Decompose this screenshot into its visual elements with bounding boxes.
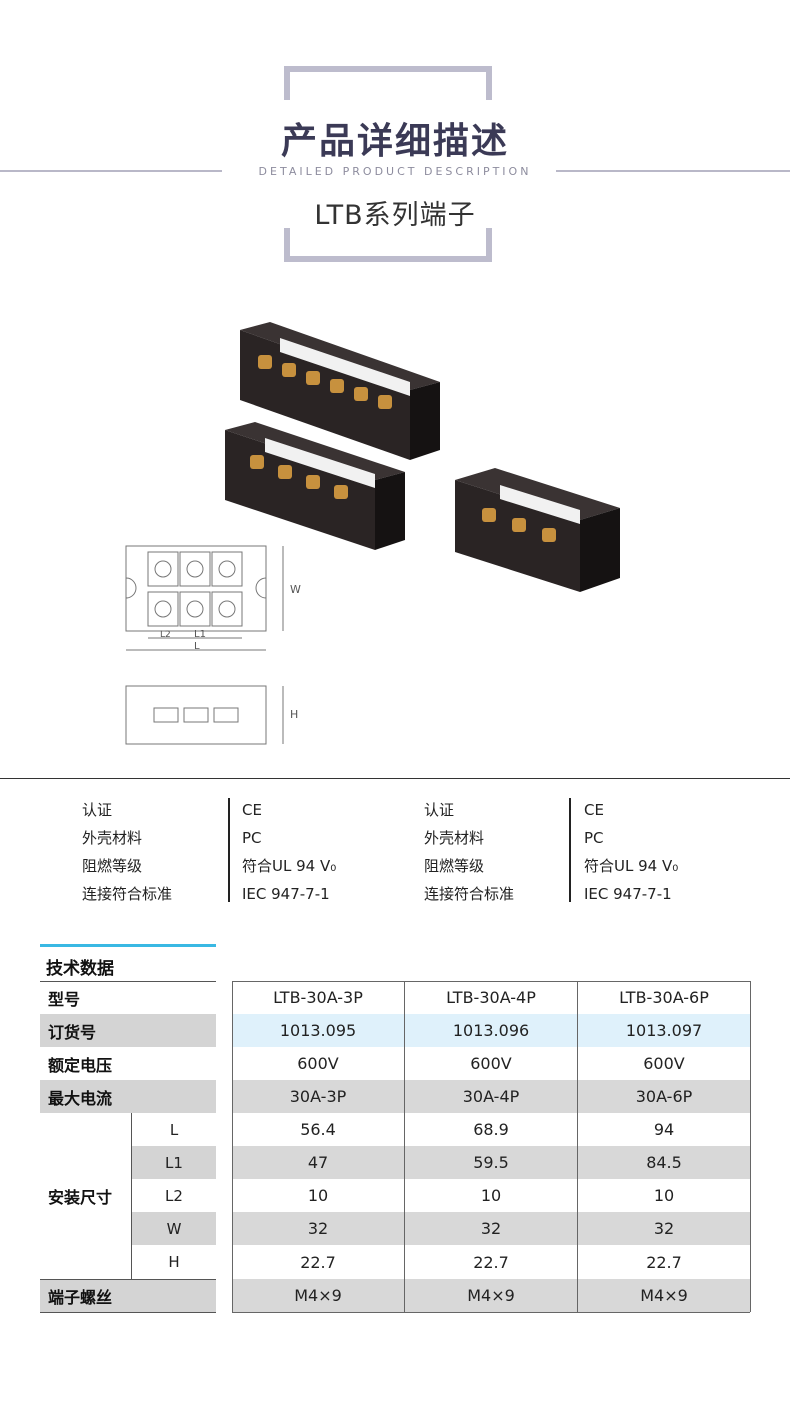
product-photo: [225, 322, 620, 592]
spec-label: 阻燃等级: [424, 857, 485, 875]
spec-label: 连接符合标准: [82, 885, 173, 903]
dim-label-l2: L2: [165, 1186, 183, 1205]
label-w: W: [290, 583, 301, 596]
header-line-right: [556, 170, 790, 172]
grid-v2: [577, 981, 578, 1312]
spec-value: PC: [584, 829, 604, 847]
cell-dim-h: 22.7: [473, 1252, 509, 1272]
spec-separator-right: [569, 798, 571, 902]
cell-voltage: 600V: [470, 1054, 512, 1073]
terminal-block-6p: [240, 322, 440, 460]
cell-order: 1013.095: [279, 1021, 357, 1040]
cell-model: LTB-30A-3P: [273, 988, 363, 1007]
label-l2: L2: [160, 630, 171, 640]
row-screw: [232, 1279, 750, 1312]
row-current: [232, 1080, 750, 1113]
label-h: H: [290, 708, 298, 721]
cell-dim-w: 32: [480, 1219, 502, 1238]
cell-dim-l: 56.4: [300, 1120, 336, 1139]
label-order: 订货号: [40, 1014, 216, 1047]
label-screw: 端子螺丝: [40, 1279, 216, 1312]
spec-values-left: CE PC 符合UL 94 V₀ IEC 947-7-1: [242, 796, 336, 908]
cell-current: 30A-4P: [462, 1087, 520, 1106]
label-model: 型号: [40, 981, 216, 1014]
cell-voltage: 600V: [297, 1054, 339, 1073]
cell-order: 1013.096: [452, 1021, 530, 1040]
label-voltage: 额定电压: [48, 1055, 113, 1075]
spec-value: CE: [584, 801, 604, 819]
spec-labels-left: 认证 外壳材料 阻燃等级 连接符合标准: [82, 796, 172, 908]
section-divider: [0, 778, 790, 779]
spec-label: 连接符合标准: [424, 885, 515, 903]
spec-label: 外壳材料: [424, 829, 485, 847]
tech-accent-bar: [40, 944, 216, 947]
cell-model: LTB-30A-6P: [619, 988, 709, 1007]
cell-model: LTB-30A-4P: [446, 988, 536, 1007]
label-l: L: [194, 641, 200, 652]
cell-dim-l: 68.9: [473, 1120, 509, 1139]
cell-order: 1013.097: [625, 1021, 703, 1040]
grid-v0: [232, 981, 233, 1312]
dimension-drawing: W L2 L1 L H: [125, 545, 301, 745]
row-order: [232, 1014, 750, 1047]
dim-label-l1: L1: [132, 1146, 216, 1179]
grid-top: [232, 981, 750, 982]
cell-current: 30A-6P: [635, 1087, 693, 1106]
cell-dim-l2: 10: [307, 1186, 329, 1205]
spec-separator-left: [228, 798, 230, 902]
terminal-block-3p: [455, 468, 620, 592]
tech-title: 技术数据: [46, 959, 114, 979]
spec-value: 符合UL 94 V₀: [242, 857, 337, 875]
page-title: 产品详细描述: [280, 121, 509, 162]
header-bracket-top: [284, 66, 492, 100]
spec-value: IEC 947-7-1: [584, 885, 672, 903]
spec-value: 符合UL 94 V₀: [584, 857, 679, 875]
label-current: 最大电流: [40, 1080, 216, 1113]
row-w: [232, 1212, 750, 1245]
cell-dim-h: 22.7: [300, 1252, 336, 1272]
cell-voltage: 600V: [643, 1054, 685, 1073]
cell-dim-w: 32: [653, 1219, 675, 1238]
spec-label: 认证: [424, 801, 455, 819]
header-line-left: [0, 170, 222, 172]
cell-dim-l2: 10: [480, 1186, 502, 1205]
cell-screw: M4×9: [294, 1286, 342, 1305]
cell-screw: M4×9: [640, 1286, 688, 1305]
series-name: LTB系列端子: [314, 200, 476, 231]
cell-dim-h: 22.7: [646, 1252, 682, 1272]
spec-value: CE: [242, 801, 262, 819]
label-l1: L1: [194, 629, 206, 640]
cell-dim-l1: 47: [307, 1153, 329, 1172]
dim-label-w: W: [132, 1212, 216, 1245]
cell-dim-l: 94: [653, 1120, 675, 1139]
cell-dim-w: 32: [307, 1219, 329, 1238]
row-l1: [232, 1146, 750, 1179]
header-bracket-bottom: [284, 228, 492, 262]
label-bottom-line: [40, 1312, 216, 1313]
spec-label: 认证: [82, 801, 113, 819]
spec-label: 外壳材料: [82, 829, 143, 847]
cell-dim-l1: 84.5: [646, 1153, 682, 1172]
dim-label-l: L: [169, 1120, 179, 1139]
label-dims: 安装尺寸: [40, 1113, 132, 1279]
cell-current: 30A-3P: [289, 1087, 347, 1106]
cell-dim-l1: 59.5: [473, 1153, 509, 1172]
cell-screw: M4×9: [467, 1286, 515, 1305]
spec-labels-right: 认证 外壳材料 阻燃等级 连接符合标准: [424, 796, 514, 908]
spec-values-right: CE PC 符合UL 94 V₀ IEC 947-7-1: [584, 796, 678, 908]
cell-dim-l2: 10: [653, 1186, 675, 1205]
spec-value: PC: [242, 829, 262, 847]
grid-v1: [404, 981, 405, 1312]
dim-label-h: H: [168, 1253, 180, 1271]
page-subtitle: DETAILED PRODUCT DESCRIPTION: [258, 165, 532, 178]
spec-value: IEC 947-7-1: [242, 885, 330, 903]
terminal-block-4p: [225, 422, 405, 550]
grid-bottom: [232, 1312, 750, 1313]
spec-label: 阻燃等级: [82, 857, 143, 875]
grid-v3: [750, 981, 751, 1312]
